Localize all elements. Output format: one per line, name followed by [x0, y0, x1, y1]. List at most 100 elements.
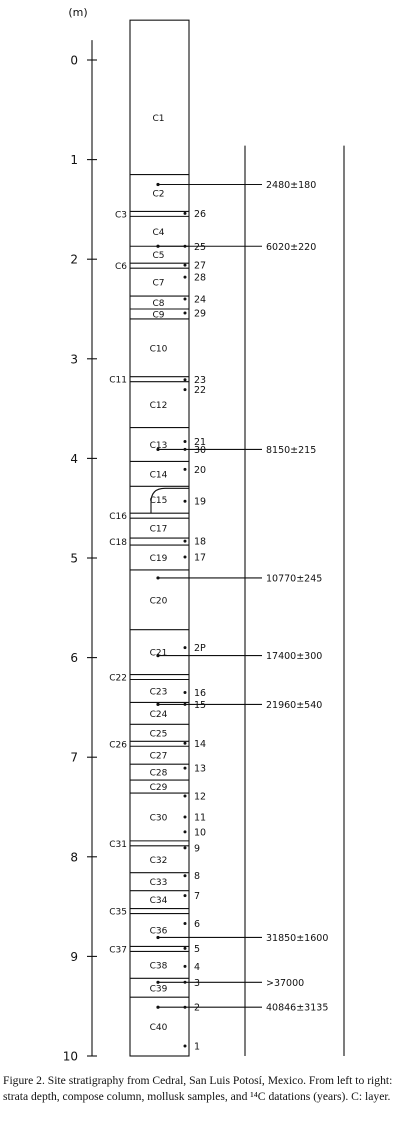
depth-tick-label: 8: [70, 850, 78, 864]
layer-label: C7: [152, 279, 164, 289]
sample-label: 7: [194, 891, 200, 902]
layer-label: C5: [152, 251, 164, 261]
sample-label: 26: [194, 209, 206, 220]
sample-label: 5: [194, 944, 200, 955]
sample-marker: [183, 922, 187, 926]
sample-label: 9: [194, 843, 200, 854]
layer-label: C18: [109, 538, 127, 548]
sample-marker: [183, 815, 187, 819]
sample-marker: [183, 794, 187, 798]
mollusk-samples: 26252728242923222130201918172P1615141312…: [183, 209, 206, 1053]
layer-label: C30: [150, 813, 168, 823]
sample-label: 3: [194, 978, 200, 989]
layer-label: C32: [150, 856, 168, 866]
sample-label: 28: [194, 273, 206, 284]
layer-label: C15: [150, 496, 168, 506]
layer-label: C17: [150, 525, 168, 535]
sample-label: 2P: [194, 643, 206, 654]
sample-marker: [183, 311, 187, 315]
sample-label: 6: [194, 919, 200, 930]
sample-marker: [183, 690, 187, 694]
layer-label: C14: [150, 470, 168, 480]
layer-label: C21: [150, 649, 168, 659]
layer-label: C16: [109, 512, 127, 522]
layer-label: C26: [109, 740, 127, 750]
depth-tick-label: 4: [70, 452, 78, 466]
depth-tick-label: 2: [70, 253, 78, 267]
layer-label: C13: [150, 441, 168, 451]
depth-tick-label: 5: [70, 552, 78, 566]
sample-marker: [183, 388, 187, 392]
sample-label: 21: [194, 437, 206, 448]
layer-label: C20: [150, 596, 168, 606]
layer-label: C2: [152, 189, 164, 199]
layer-label: C36: [150, 927, 168, 937]
sample-label: 30: [194, 445, 206, 456]
datation-label: 8150±215: [266, 445, 316, 456]
depth-tick-label: 7: [70, 751, 78, 765]
layer-label: C6: [115, 262, 127, 272]
sample-marker: [183, 946, 187, 950]
sample-label: 11: [194, 812, 206, 823]
c14-datations: 2480±1806020±2208150±21510770±24517400±3…: [156, 180, 328, 1014]
sample-label: 2: [194, 1003, 200, 1014]
layer-label: C19: [150, 554, 168, 564]
sample-marker: [183, 846, 187, 850]
layer-label: C34: [150, 896, 168, 906]
layer-label: C22: [109, 674, 127, 684]
layer-label: C25: [150, 729, 168, 739]
sample-label: 10: [194, 827, 206, 838]
sample-label: 12: [194, 792, 206, 803]
sample-marker: [183, 646, 187, 650]
layer-label: C35: [109, 908, 127, 918]
layer-label: C1: [152, 114, 164, 124]
sample-marker: [183, 378, 187, 382]
sample-label: 27: [194, 261, 206, 272]
sample-label: 14: [194, 739, 206, 750]
sample-label: 17: [194, 553, 206, 564]
sample-label: 23: [194, 375, 206, 386]
sample-marker: [183, 894, 187, 898]
sample-marker: [183, 555, 187, 559]
sample-label: 22: [194, 385, 206, 396]
layer-label: C31: [109, 840, 127, 850]
datation-label: 2480±180: [266, 180, 316, 191]
layer-label: C4: [152, 228, 164, 238]
layer-label: C12: [150, 401, 168, 411]
sample-label: 25: [194, 242, 206, 253]
datation-label: 40846±3135: [266, 1003, 328, 1014]
depth-tick-label: 6: [70, 651, 78, 665]
layer-label: C23: [150, 687, 168, 697]
sample-label: 15: [194, 700, 206, 711]
sample-marker: [183, 830, 187, 834]
sample-label: 20: [194, 465, 206, 476]
layer-label: C8: [152, 299, 164, 309]
sample-marker: [183, 263, 187, 267]
sample-marker: [183, 1044, 187, 1048]
sample-label: 8: [194, 871, 200, 882]
layer-label: C33: [150, 878, 168, 888]
layer-label: C38: [150, 961, 168, 971]
layer-label: C27: [150, 752, 168, 762]
depth-tick-label: 10: [63, 1050, 78, 1064]
sample-marker: [183, 766, 187, 770]
sample-label: 4: [194, 962, 200, 973]
depth-tick-label: 3: [70, 352, 78, 366]
sample-marker: [183, 439, 187, 443]
depth-tick-label: 1: [70, 153, 78, 167]
sample-marker: [183, 499, 187, 503]
layer-label: C39: [150, 984, 168, 994]
composite-column: C1C2C3C4C5C6C7C8C9C10C11C12C13C14C15C16C…: [109, 19, 345, 1057]
layer-label: C28: [150, 769, 168, 779]
datation-label: 6020±220: [266, 242, 316, 253]
datation-label: >37000: [266, 978, 304, 989]
layer-label: C10: [150, 344, 168, 354]
layer-label: C11: [109, 376, 127, 386]
layer-label: C29: [150, 783, 168, 793]
depth-unit-label: (m): [68, 6, 87, 19]
figure-caption: Figure 2. Site stratigraphy from Cedral,…: [3, 1074, 393, 1103]
c15-lens-outline: [150, 487, 189, 514]
layer-label: C37: [109, 945, 127, 955]
